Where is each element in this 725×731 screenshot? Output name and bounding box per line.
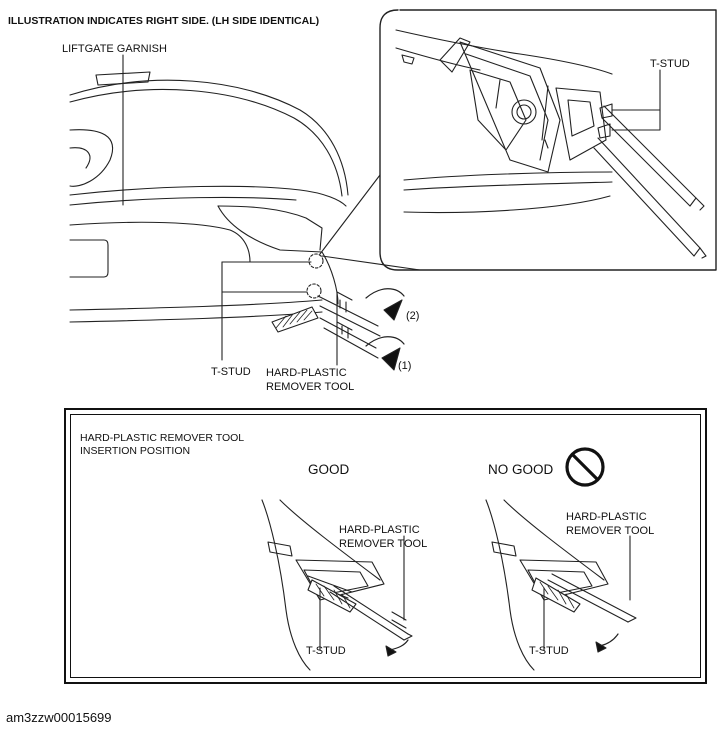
insertion-title-line1: HARD-PLASTIC REMOVER TOOL <box>80 432 245 444</box>
t-stud-inset-label: T-STUD <box>650 58 690 70</box>
no-good-t-stud-label: T-STUD <box>529 645 569 657</box>
insertion-position-frame <box>64 408 707 684</box>
t-stud-main-label: T-STUD <box>211 366 251 378</box>
hard-plastic-tool-label-line1: HARD-PLASTIC <box>266 367 347 379</box>
liftgate-rear-view <box>69 54 405 371</box>
header-note: ILLUSTRATION INDICATES RIGHT SIDE. (LH S… <box>8 15 320 27</box>
good-heading: GOOD <box>308 462 350 477</box>
no-good-tool-label-line1: HARD-PLASTIC <box>566 511 647 523</box>
step-1-label: (1) <box>398 360 412 372</box>
hard-plastic-tool-label-line2: REMOVER TOOL <box>266 381 355 393</box>
good-tool-label-line1: HARD-PLASTIC <box>339 524 420 536</box>
good-tool-label-line2: REMOVER TOOL <box>339 538 428 550</box>
insertion-title-line2: INSERTION POSITION <box>80 445 191 457</box>
liftgate-garnish-label: LIFTGATE GARNISH <box>62 43 167 55</box>
figure-id: am3zzw00015699 <box>6 710 112 725</box>
no-good-heading: NO GOOD <box>488 462 554 477</box>
no-good-tool-label-line2: REMOVER TOOL <box>566 525 655 537</box>
no-good-insertion-diagram <box>485 499 637 671</box>
insertion-position-inner-frame <box>70 414 701 678</box>
good-t-stud-label: T-STUD <box>306 645 346 657</box>
good-insertion-diagram <box>261 499 413 671</box>
inset-zoom-view <box>319 9 717 271</box>
prohibited-icon <box>565 447 605 487</box>
step-2-label: (2) <box>406 310 420 322</box>
